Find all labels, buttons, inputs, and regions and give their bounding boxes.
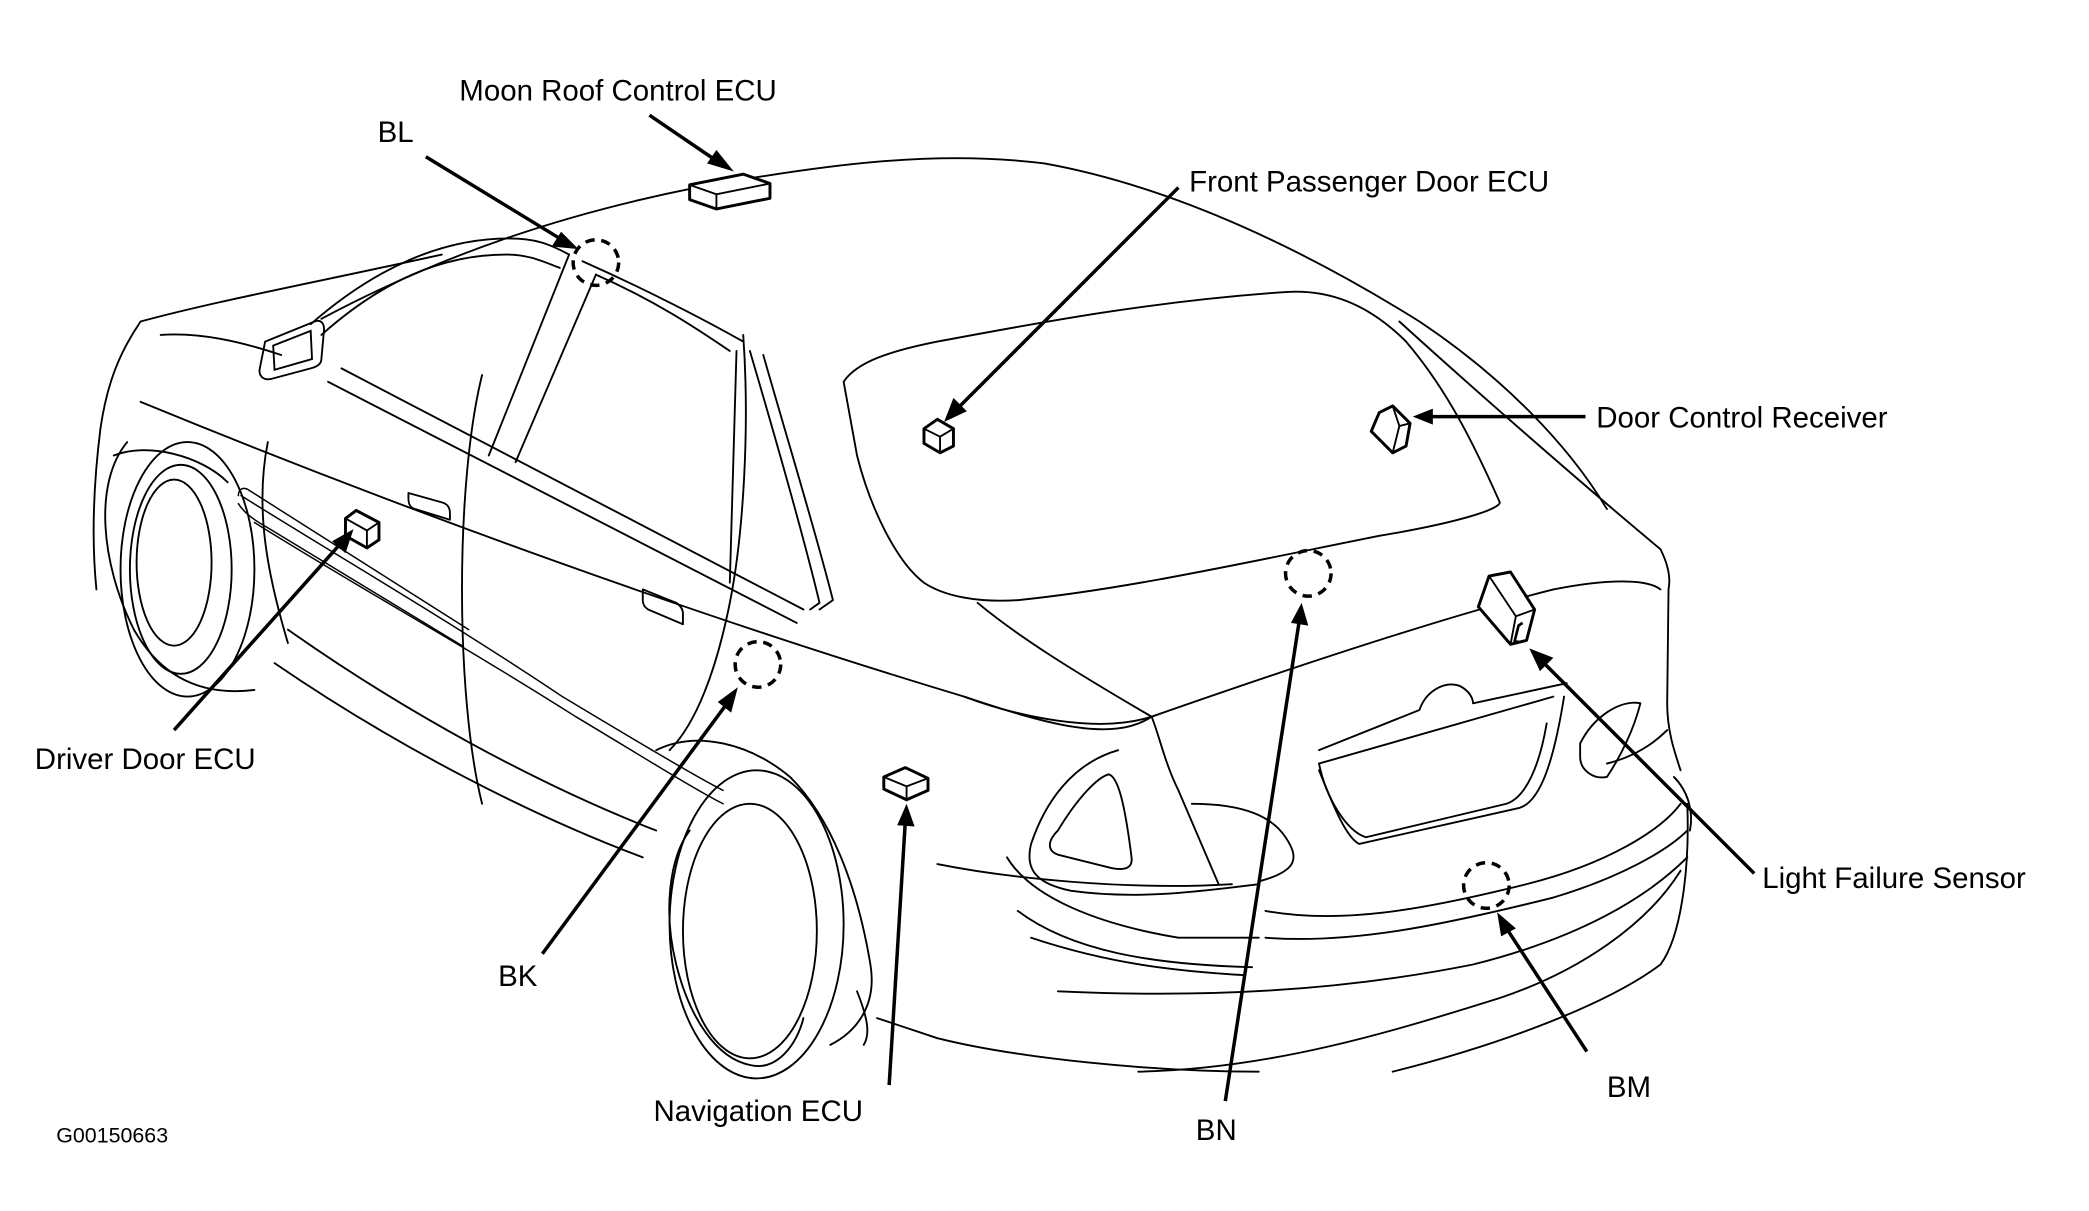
label-bk: BK: [498, 960, 538, 993]
figure-id: G00150663: [56, 1124, 168, 1148]
label-light-failure-sensor: Light Failure Sensor: [1762, 862, 2026, 895]
connector-bn-circle: [1283, 548, 1333, 598]
connector-bm-circle: [1461, 860, 1511, 910]
label-driver-door-ecu: Driver Door ECU: [35, 743, 256, 776]
leader-front-passenger-door-ecu: [944, 186, 1180, 422]
leader-bn: [1223, 602, 1309, 1102]
label-navigation-ecu: Navigation ECU: [653, 1095, 863, 1128]
leader-bl: [424, 155, 579, 250]
leader-bk: [540, 687, 738, 955]
leader-door-control-receiver: [1412, 408, 1586, 425]
label-door-control-receiver: Door Control Receiver: [1596, 401, 1888, 434]
door-control-receiver-box: [1369, 404, 1412, 455]
car-body-outline: [92, 157, 1692, 1080]
driver-door-ecu-box: [344, 508, 381, 550]
label-bm: BM: [1607, 1071, 1651, 1104]
moon-roof-control-ecu-box: [688, 172, 772, 211]
leader-light-failure-sensor: [1529, 648, 1756, 875]
leader-moon-roof-control-ecu: [648, 113, 734, 172]
leader-navigation-ecu: [887, 803, 915, 1086]
front-passenger-door-ecu-box: [922, 417, 955, 455]
connector-bl-circle: [571, 238, 621, 288]
label-bn: BN: [1196, 1114, 1237, 1147]
label-moon-roof-control-ecu: Moon Roof Control ECU: [459, 74, 777, 107]
connector-bk-circle: [733, 639, 783, 689]
light-failure-sensor-box: [1476, 570, 1537, 646]
label-bl: BL: [378, 116, 414, 149]
leader-driver-door-ecu: [172, 529, 354, 732]
label-front-passenger-door-ecu: Front Passenger Door ECU: [1189, 166, 1549, 199]
navigation-ecu-box: [882, 766, 930, 802]
leader-bm: [1497, 912, 1589, 1053]
